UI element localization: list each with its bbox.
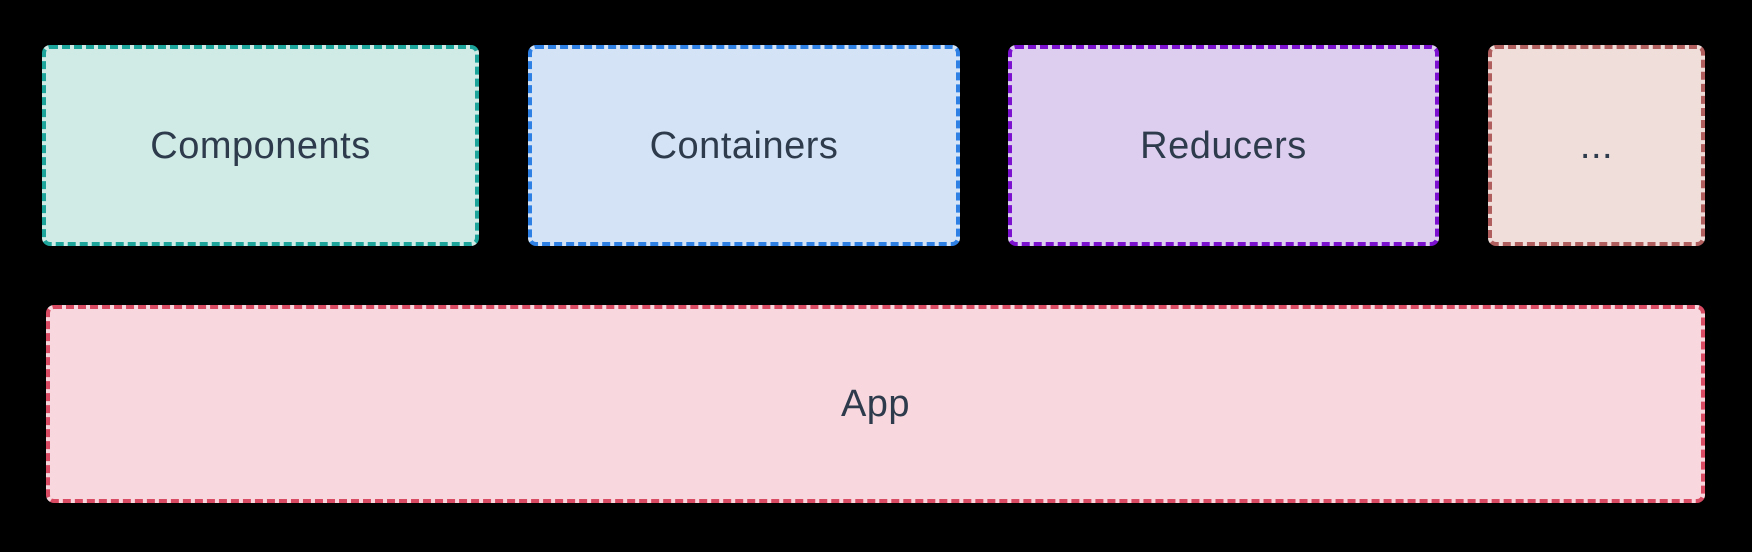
components-label: Components <box>150 124 371 167</box>
reducers-box: Reducers <box>1008 45 1439 246</box>
components-box: Components <box>42 45 479 246</box>
app-label: App <box>840 383 911 425</box>
app-box: App <box>46 305 1705 503</box>
ellipsis-label: ... <box>1579 124 1614 167</box>
containers-box: Containers <box>528 45 960 246</box>
ellipsis-box: ... <box>1488 45 1705 246</box>
reducers-label: Reducers <box>1140 124 1307 167</box>
containers-label: Containers <box>649 124 839 167</box>
